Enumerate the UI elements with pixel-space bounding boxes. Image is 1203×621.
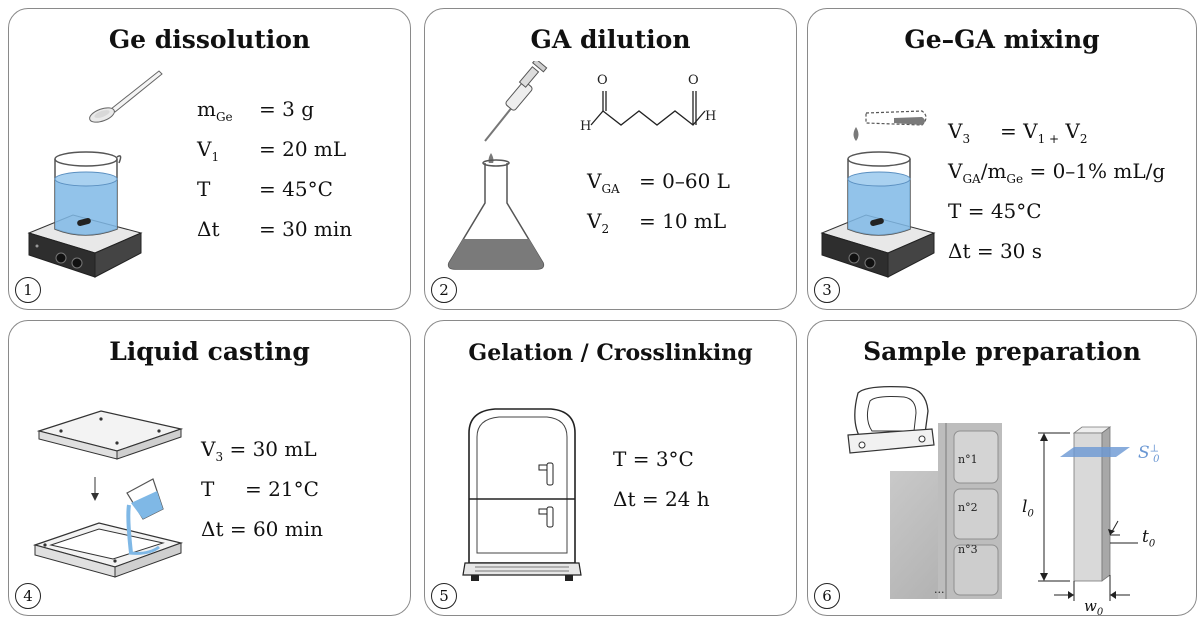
param-row: VGA/mGe = 0–1% mL/g — [948, 159, 1166, 186]
param-row: mGe= 3 g — [197, 97, 314, 124]
mold-casting-icon — [31, 407, 191, 583]
atom-o-label: O — [597, 73, 608, 88]
panel-title: Gelation / Crosslinking — [468, 340, 753, 366]
param-row: Δt = 24 h — [613, 487, 710, 511]
atom-h-label: H — [705, 109, 717, 124]
param-row: V3= V1 + V2 — [948, 119, 1088, 146]
parameter-list: V3= V1 + V2 VGA/mGe = 0–1% mL/g T = 45°C… — [948, 111, 1165, 271]
panel-title: Ge dissolution — [108, 25, 311, 54]
param-row: VGA= 0–60 L — [587, 169, 730, 196]
cross-section-label: S⊥0 — [1138, 443, 1160, 466]
thickness-label: t0 — [1142, 527, 1156, 550]
panel-title: Sample preparation — [863, 337, 1141, 366]
parameter-list: VGA= 0–60 L V2= 10 mL — [587, 161, 730, 241]
panel-title: Ge–GA mixing — [904, 25, 1100, 54]
sample-dimension-schematic — [1030, 425, 1160, 615]
step-number: 6 — [814, 583, 840, 609]
param-row: Δt = 60 min — [201, 517, 324, 541]
param-row: Δt= 30 min — [197, 217, 353, 241]
param-row: Δt = 30 s — [948, 239, 1043, 263]
sample-photo — [890, 423, 1002, 599]
hotplate-beaker-icon — [23, 141, 143, 279]
step-number: 1 — [15, 277, 41, 303]
param-row: V1= 20 mL — [197, 137, 347, 164]
step-number: 5 — [431, 583, 457, 609]
glutaraldehyde-molecule-icon — [577, 71, 723, 143]
panel-sample-preparation: Sample preparation — [807, 320, 1197, 616]
step-number: 4 — [15, 583, 41, 609]
test-tube-icon — [848, 107, 930, 143]
panel-ge-ga-mixing: Ge–GA mixing V3= V1 + V2 — [807, 8, 1197, 310]
parameter-list: mGe= 3 g V1= 20 mL T= 45°C Δt= 30 min — [197, 89, 352, 249]
refrigerator-icon — [455, 403, 585, 587]
param-row: T= 21°C — [201, 477, 319, 501]
param-row: T = 45°C — [948, 199, 1042, 223]
sample-label: n°1 — [958, 453, 978, 466]
flask-icon — [441, 159, 551, 271]
hotplate-beaker-icon — [816, 141, 936, 279]
sample-label: n°2 — [958, 501, 978, 514]
atom-h-label: H — [580, 119, 592, 134]
panel-ge-dissolution: Ge dissolution — [8, 8, 411, 310]
param-row: T = 3°C — [613, 447, 694, 471]
panel-liquid-casting: Liquid casting V3 = 3 — [8, 320, 411, 616]
sample-label: n°3 — [958, 543, 978, 556]
parameter-list: V3 = 30 mL T= 21°C Δt = 60 min — [201, 429, 323, 549]
pipette-icon — [477, 61, 553, 171]
punch-press-icon — [842, 383, 938, 459]
atom-o-label: O — [688, 73, 699, 88]
param-row: T= 45°C — [197, 177, 333, 201]
spoon-icon — [87, 65, 167, 123]
panel-title: Liquid casting — [109, 337, 310, 366]
step-number: 3 — [814, 277, 840, 303]
step-number: 2 — [431, 277, 457, 303]
param-row: V2= 10 mL — [587, 209, 727, 236]
sample-label: ... — [934, 583, 945, 596]
panel-ga-dilution: GA dilution O O H H — [424, 8, 797, 310]
panel-gelation-crosslinking: Gelation / Crosslinking T = 3°C Δt = 24 … — [424, 320, 797, 616]
param-row: V3 = 30 mL — [201, 437, 317, 464]
length-label: l0 — [1022, 497, 1034, 520]
parameter-list: T = 3°C Δt = 24 h — [613, 439, 710, 519]
width-label: w0 — [1084, 597, 1104, 616]
panel-title: GA dilution — [530, 25, 691, 54]
